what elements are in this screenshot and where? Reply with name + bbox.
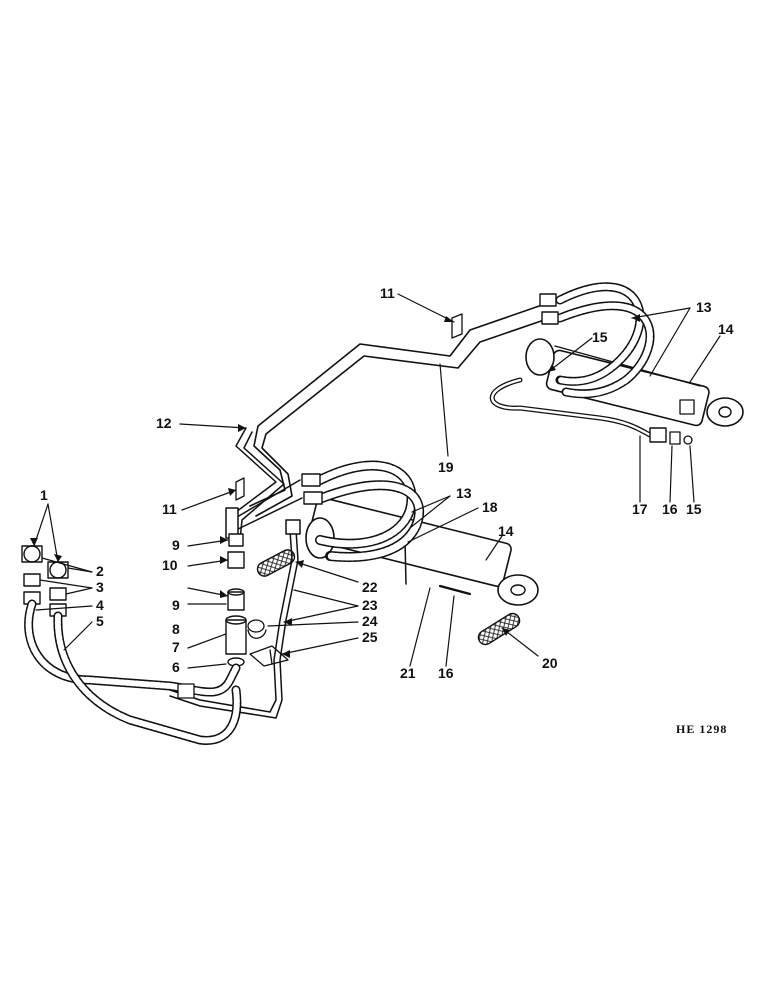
callout-5: 5 [96, 613, 104, 629]
pin-part-22 [256, 549, 296, 577]
leader-lines [33, 293, 721, 669]
callout-20: 20 [542, 655, 558, 671]
callout-17: 17 [632, 501, 648, 517]
pin-part [477, 612, 521, 646]
callout-4: 4 [96, 597, 104, 613]
callout-6: 6 [172, 659, 180, 675]
leader-arrowheads [30, 314, 640, 658]
upper-cylinder [525, 338, 744, 427]
upper-hoses-13 [539, 282, 655, 399]
clip-24 [247, 619, 267, 639]
callout-14-lower: 14 [498, 523, 514, 539]
drawing-reference: HE 1298 [676, 722, 728, 736]
callout-25: 25 [362, 629, 378, 645]
callout-12: 12 [156, 415, 172, 431]
valve-stack [225, 533, 247, 667]
callout-15-upper: 15 [592, 329, 608, 345]
callout-9-lower: 9 [172, 597, 180, 613]
callout-13-lower: 13 [456, 485, 472, 501]
callout-16-upper: 16 [662, 501, 678, 517]
callout-21: 21 [400, 665, 416, 681]
bracket-25 [249, 645, 289, 667]
callout-13-upper: 13 [696, 299, 712, 315]
callout-11-lower: 11 [162, 501, 177, 517]
callout-23: 23 [362, 597, 378, 613]
hose-17 [489, 377, 693, 445]
callout-11-upper: 11 [380, 285, 395, 301]
manifold-tubes [225, 479, 303, 539]
callout-8: 8 [172, 621, 180, 637]
bracket-11-upper [451, 313, 463, 339]
callout-7: 7 [172, 639, 180, 655]
lower-hoses-13 [301, 460, 425, 562]
bracket-11-lower [235, 477, 245, 501]
callout-18: 18 [482, 499, 498, 515]
callout-14-upper: 14 [718, 321, 734, 337]
callout-15-lower: 15 [686, 501, 702, 517]
callout-1: 1 [40, 487, 48, 503]
callout-3: 3 [96, 579, 104, 595]
callout-22: 22 [362, 579, 378, 595]
callout-19: 19 [438, 459, 454, 475]
callout-16-lower: 16 [438, 665, 454, 681]
couplers [21, 545, 69, 617]
callout-9-upper: 9 [172, 537, 180, 553]
callout-10: 10 [162, 557, 178, 573]
tube-23 [169, 519, 301, 719]
callout-24: 24 [362, 613, 378, 629]
lower-left-hoses [24, 599, 242, 745]
callout-2: 2 [96, 563, 104, 579]
